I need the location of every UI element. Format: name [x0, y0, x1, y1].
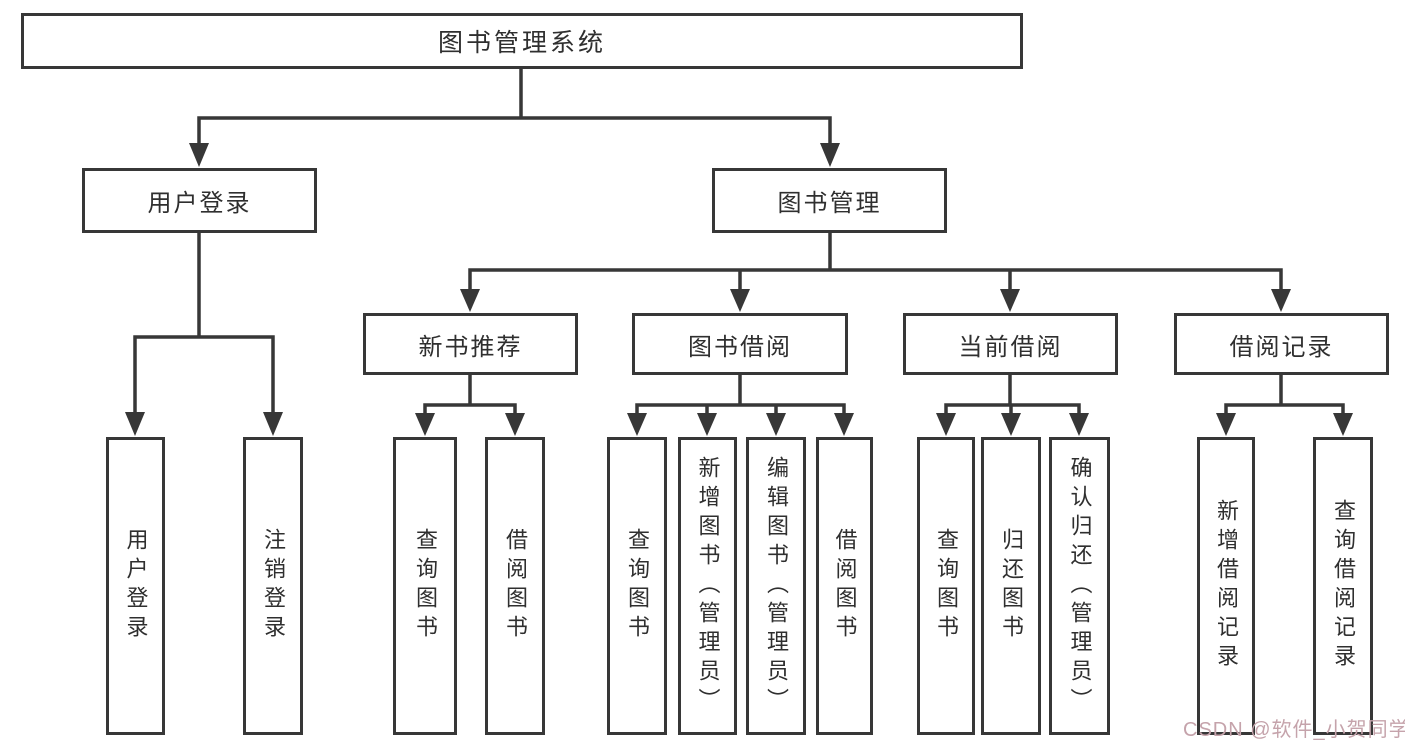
leaf-label: 借阅图书 — [832, 528, 858, 644]
leaf-edit-books-admin: 编辑图书（管理员） — [746, 437, 806, 735]
leaf-return-books: 归还图书 — [981, 437, 1041, 735]
leaf-label: 查询借阅记录 — [1331, 499, 1356, 673]
leaf-label: 查询图书 — [625, 528, 650, 644]
node-book-borrow: 图书借阅 — [632, 313, 848, 375]
leaf-query-books-borrow: 查询图书 — [607, 437, 667, 735]
node-label: 当前借阅 — [958, 333, 1063, 361]
leaf-user-login: 用户登录 — [106, 437, 165, 735]
leaf-label: 新增借阅记录 — [1214, 499, 1239, 673]
leaf-borrow-books-recommend: 借阅图书 — [485, 437, 545, 735]
leaf-label: 查询图书 — [934, 528, 959, 644]
node-user-login: 用户登录 — [82, 168, 317, 233]
leaf-label: 确认归还（管理员） — [1067, 455, 1093, 717]
csdn-watermark: CSDN @软件_小贺同学 — [1183, 719, 1405, 741]
node-label: 用户登录 — [147, 190, 252, 217]
leaf-query-books-recommend: 查询图书 — [393, 437, 457, 735]
node-label: 图书管理系统 — [437, 29, 606, 57]
node-label: 图书管理 — [777, 190, 882, 217]
leaf-add-books-admin: 新增图书（管理员） — [678, 437, 737, 735]
leaf-add-borrow-record: 新增借阅记录 — [1197, 437, 1255, 735]
node-library-management-system: 图书管理系统 — [21, 13, 1023, 69]
node-new-book-recommend: 新书推荐 — [363, 313, 578, 375]
leaf-label: 借阅图书 — [503, 528, 528, 644]
leaf-query-books-current: 查询图书 — [917, 437, 975, 735]
leaf-borrow-books: 借阅图书 — [816, 437, 873, 735]
leaf-label: 归还图书 — [999, 528, 1024, 644]
node-label: 借阅记录 — [1229, 333, 1334, 361]
node-label: 新书推荐 — [418, 333, 523, 361]
leaf-logout: 注销登录 — [243, 437, 303, 735]
leaf-label: 编辑图书（管理员） — [764, 455, 789, 717]
node-current-borrow: 当前借阅 — [903, 313, 1118, 375]
leaf-label: 用户登录 — [123, 528, 149, 644]
node-book-management: 图书管理 — [712, 168, 947, 233]
leaf-label: 新增图书（管理员） — [695, 455, 721, 717]
node-borrow-records: 借阅记录 — [1174, 313, 1389, 375]
leaf-query-borrow-record: 查询借阅记录 — [1313, 437, 1373, 735]
leaf-confirm-return-admin: 确认归还（管理员） — [1049, 437, 1110, 735]
leaf-label: 查询图书 — [413, 528, 438, 644]
node-label: 图书借阅 — [688, 333, 792, 361]
leaf-label: 注销登录 — [261, 528, 286, 644]
